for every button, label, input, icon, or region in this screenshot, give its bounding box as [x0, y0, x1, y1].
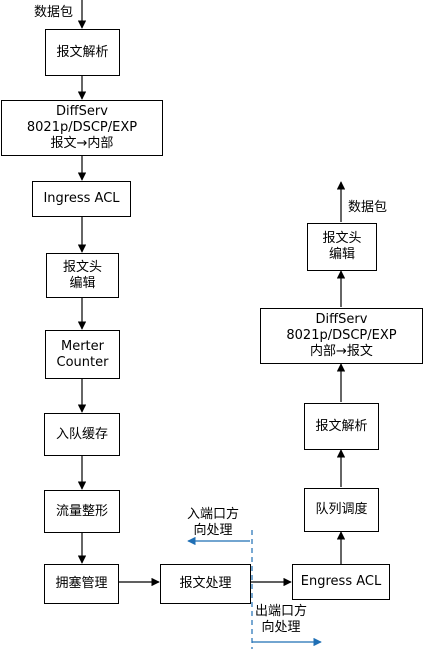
meter-counter-text: Merter Counter [56, 338, 109, 370]
egress-diffserv-box: DiffServ 8021p/DSCP/EXP 内部→报文 [260, 308, 423, 364]
queue-scheduling-box: 队列调度 [304, 488, 379, 532]
ingress-diffserv-box: DiffServ 8021p/DSCP/EXP 报文→内部 [1, 100, 163, 156]
egress-acl-text: Engress ACL [300, 574, 382, 589]
ingress-direction-label: 入端口方 向处理 [187, 507, 240, 538]
egress-acl-box: Engress ACL [292, 564, 390, 600]
ingress-parse-text: 报文解析 [56, 44, 109, 60]
egress-direction-label: 出端口方 向处理 [255, 604, 308, 635]
egress-header-edit-text: 报文头 编辑 [322, 231, 362, 262]
congestion-management-text: 拥塞管理 [55, 576, 108, 591]
enqueue-buffer-text: 入队缓存 [55, 426, 108, 442]
traffic-shaping-text: 流量整形 [55, 503, 108, 519]
egress-parse-box: 报文解析 [304, 403, 379, 450]
enqueue-buffer-box: 入队缓存 [44, 413, 120, 456]
queue-scheduling-text: 队列调度 [315, 502, 368, 517]
ingress-acl-text: Ingress ACL [43, 191, 120, 206]
packet-processing-text: 报文处理 [179, 576, 232, 591]
ingress-parse-box: 报文解析 [45, 29, 120, 76]
ingress-header-edit-box: 报文头 编辑 [46, 253, 119, 298]
traffic-shaping-box: 流量整形 [44, 490, 120, 533]
meter-counter-box: Merter Counter [45, 330, 120, 379]
egress-output-label: 数据包 [348, 200, 388, 215]
ingress-input-label: 数据包 [34, 5, 74, 20]
packet-processing-box: 报文处理 [160, 564, 251, 604]
egress-header-edit-box: 报文头 编辑 [307, 223, 377, 271]
ingress-diffserv-text: DiffServ 8021p/DSCP/EXP 报文→内部 [26, 104, 138, 151]
congestion-management-box: 拥塞管理 [44, 564, 119, 604]
egress-diffserv-text: DiffServ 8021p/DSCP/EXP 内部→报文 [286, 312, 397, 359]
egress-parse-text: 报文解析 [315, 418, 368, 434]
ingress-header-edit-text: 报文头 编辑 [62, 259, 102, 291]
ingress-acl-box: Ingress ACL [32, 181, 131, 217]
